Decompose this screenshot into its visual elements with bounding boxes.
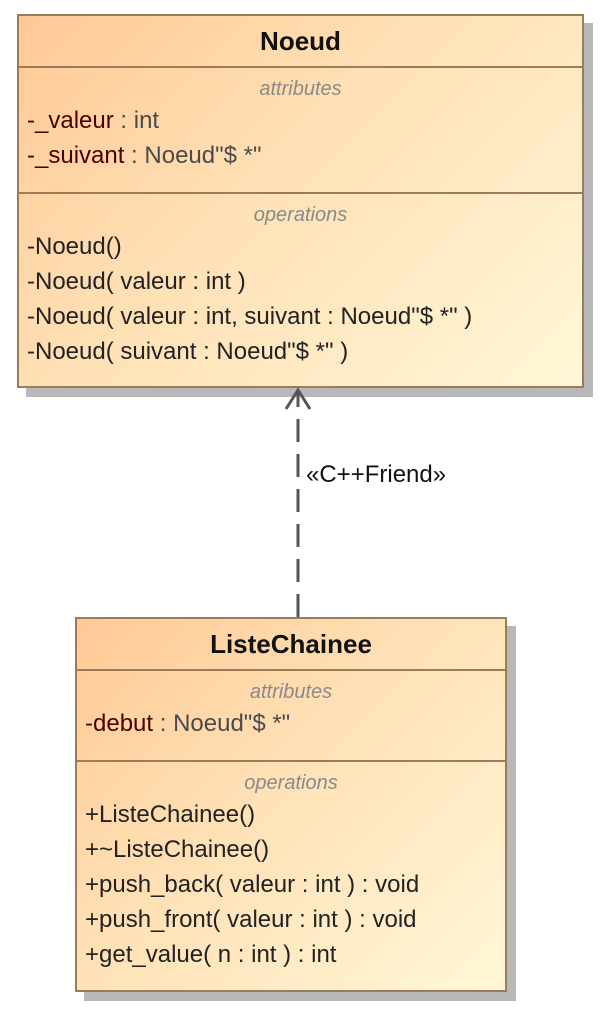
operations-compartment: operations +ListeChainee() +~ListeChaine… xyxy=(77,762,505,980)
class-title: Noeud xyxy=(19,16,582,68)
operation-row: +get_value( n : int ) : int xyxy=(85,941,337,968)
stereotype-label: «C++Friend» xyxy=(306,461,447,488)
attribute-row: -_valeur : int xyxy=(27,103,574,138)
operation-row: -Noeud( valeur : int, suivant : Noeud"$ … xyxy=(27,303,473,330)
attributes-compartment: attributes -_valeur : int -_suivant : No… xyxy=(19,68,582,194)
attribute-type: Noeud"$ *" xyxy=(144,142,262,169)
dependency-arrowhead-icon xyxy=(284,387,312,410)
operations-compartment: operations -Noeud() -Noeud( valeur : int… xyxy=(19,194,582,377)
operation-row: -Noeud() xyxy=(27,233,122,260)
attribute-type: int xyxy=(133,107,160,134)
attributes-label: attributes xyxy=(259,78,342,100)
operation-row: +push_front( valeur : int ) : void xyxy=(85,906,417,933)
attribute-row: -debut : Noeud"$ *" xyxy=(85,706,497,741)
visibility-marker: - xyxy=(27,142,35,169)
class-noeud[interactable]: Noeud attributes -_valeur : int -_suivan… xyxy=(17,14,584,388)
operations-label: operations xyxy=(244,772,338,794)
operation-row: +~ListeChainee() xyxy=(85,836,270,863)
class-title: ListeChainee xyxy=(77,619,505,671)
type-separator: : xyxy=(124,142,145,169)
attribute-name: _suivant xyxy=(35,142,125,169)
type-separator: : xyxy=(153,710,174,737)
attribute-name: debut xyxy=(93,710,154,737)
operations-label: operations xyxy=(253,204,348,226)
operation-row: -Noeud( suivant : Noeud"$ *" ) xyxy=(27,338,349,365)
attributes-compartment: attributes -debut : Noeud"$ *" xyxy=(77,671,505,762)
attributes-label: attributes xyxy=(249,681,333,703)
operation-row: -Noeud( valeur : int ) xyxy=(27,268,246,295)
attribute-row: -_suivant : Noeud"$ *" xyxy=(27,138,574,173)
class-liste-chainee[interactable]: ListeChainee attributes -debut : Noeud"$… xyxy=(75,617,507,992)
operation-row: +ListeChainee() xyxy=(85,801,256,828)
operation-row: +push_back( valeur : int ) : void xyxy=(85,871,420,898)
attribute-type: Noeud"$ *" xyxy=(173,710,291,737)
visibility-marker: - xyxy=(85,710,93,737)
type-separator: : xyxy=(113,107,134,134)
visibility-marker: - xyxy=(27,107,35,134)
attribute-name: _valeur xyxy=(35,107,114,134)
